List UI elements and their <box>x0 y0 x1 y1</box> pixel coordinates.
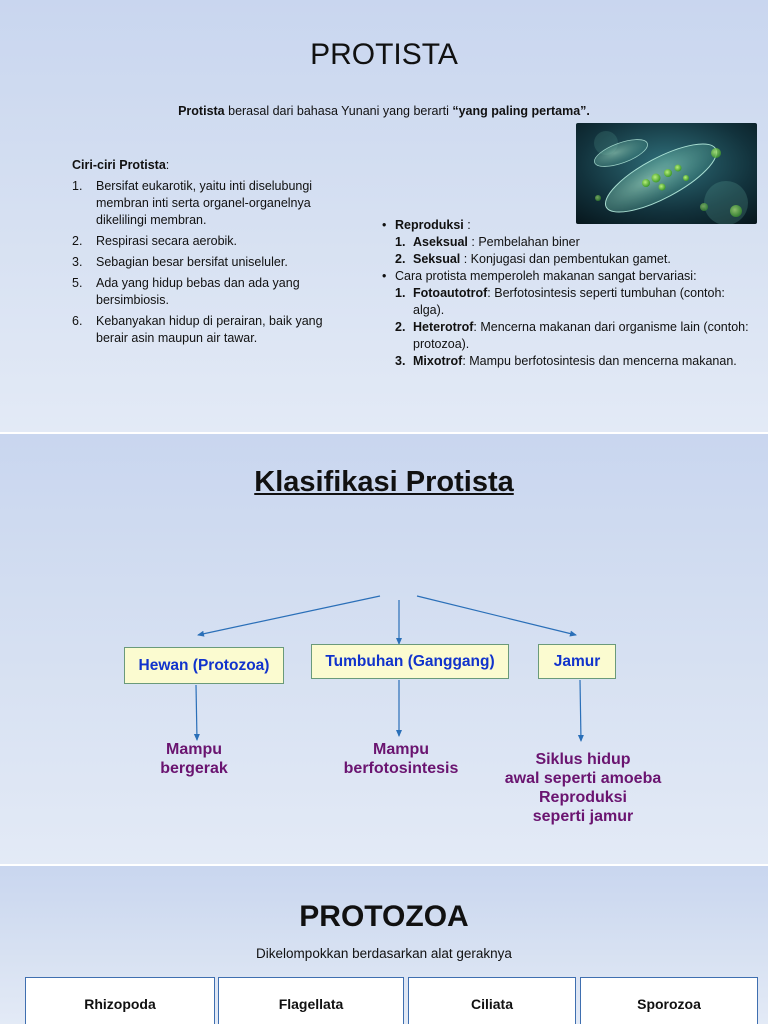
slide-klasifikasi: Klasifikasi Protista Hewan (Protozoa) Tu… <box>0 434 768 864</box>
group-box-flagellata: Flagellata <box>218 977 404 1024</box>
arrow-to-hewan <box>197 595 381 637</box>
result-line: awal seperti amoeba <box>504 770 662 787</box>
item-number: 2. <box>395 320 406 334</box>
sub-item: 2. Seksual : Konjugasi dan pembentukan ga… <box>380 251 750 268</box>
item-text: : Konjugasi dan pembentukan gamet. <box>460 252 671 266</box>
item-text: Bersifat eukarotik, yaitu inti diselubun… <box>96 179 313 227</box>
slide-title: PROTOZOA <box>299 900 469 933</box>
arrow-to-jamur <box>416 595 577 637</box>
item-number: 2. <box>72 234 83 248</box>
item-number: 1. <box>395 235 406 249</box>
sub-item: 1. Fotoautotrof: Berfotosintesis seperti … <box>380 285 750 319</box>
group-box-rhizopoda: Rhizopoda <box>25 977 215 1024</box>
result-jamur: Siklus hidup awal seperti amoeba Reprodu… <box>488 750 678 826</box>
result-line: Reproduksi <box>538 789 627 806</box>
bullet-item: • Cara protista memperoleh makanan sangat… <box>380 268 750 285</box>
box-tumbuhan: Tumbuhan (Ganggang) <box>311 644 509 679</box>
slide-protozoa: PROTOZOA Dikelompokkan berdasarkan alat … <box>0 866 768 1024</box>
item-term: Aseksual <box>413 235 468 249</box>
group-box-sporozoa: Sporozoa <box>580 977 758 1024</box>
bullet-text: Cara protista memperoleh makanan sangat … <box>395 269 697 283</box>
sub-item: 1. Aseksual : Pembelahan biner <box>380 234 750 251</box>
result-line: Mampu <box>166 741 222 758</box>
bullet-term: Reproduksi <box>395 218 464 232</box>
item-text: : Mampu berfotosintesis dan mencerna mak… <box>462 354 737 368</box>
item-text: : Pembelahan biner <box>467 235 580 249</box>
slide-title: PROTISTA <box>310 38 458 71</box>
item-term: Seksual <box>413 252 461 266</box>
slide-title: Klasifikasi Protista <box>254 466 514 498</box>
item-number: 5. <box>72 276 83 290</box>
list-item: 2. Respirasi secara aerobik. <box>72 233 342 250</box>
group-box-ciliata: Ciliata <box>408 977 576 1024</box>
bullet-colon: : <box>463 218 471 232</box>
ciri-title: Ciri-ciri Protista <box>72 158 166 172</box>
box-hewan: Hewan (Protozoa) <box>124 647 284 684</box>
intro-text: Protista berasal dari bahasa Yunani yang… <box>0 104 768 118</box>
ciri-colon: : <box>165 158 170 172</box>
item-text: Sebagian besar bersifat uniseluler. <box>96 255 288 269</box>
item-number: 2. <box>395 252 406 266</box>
box-jamur: Jamur <box>538 644 616 679</box>
item-number: 3. <box>395 354 406 368</box>
sub-item: 3. Mixotrof: Mampu berfotosintesis dan me… <box>380 353 750 370</box>
arrow-hewan-result <box>193 684 200 741</box>
intro-mid: berasal dari bahasa Yunani yang berarti <box>224 104 453 118</box>
item-term: Mixotrof <box>413 354 463 368</box>
result-hewan: Mampu bergerak <box>124 740 264 778</box>
result-line: berfotosintesis <box>343 760 459 777</box>
protist-microscope-photo <box>576 123 757 224</box>
item-number: 1. <box>395 286 406 300</box>
arrow-jamur-result <box>577 679 584 742</box>
reproduksi-section: • Reproduksi : 1. Aseksual : Pembelahan bi… <box>380 217 750 370</box>
diagram-arrows <box>193 595 584 742</box>
bullet-dot-icon: • <box>382 269 387 283</box>
result-line: Siklus hidup <box>535 751 631 768</box>
ciri-list: 1. Bersifat eukarotik, yaitu inti diselub… <box>72 178 342 351</box>
result-line: Mampu <box>373 741 429 758</box>
slide-subtitle: Dikelompokkan berdasarkan alat geraknya <box>256 946 512 961</box>
result-line: bergerak <box>160 760 228 777</box>
item-text: Respirasi secara aerobik. <box>96 234 238 248</box>
item-number: 1. <box>72 179 83 193</box>
list-item: 1. Bersifat eukarotik, yaitu inti diselub… <box>72 178 342 229</box>
item-text: Ada yang hidup bebas dan ada yang bersim… <box>96 276 300 307</box>
item-number: 3. <box>72 255 83 269</box>
item-term: Fotoautotrof <box>413 286 488 300</box>
item-number: 6. <box>72 314 83 328</box>
item-text: : Mencerna makanan dari organisme lain (… <box>413 320 749 351</box>
ciri-heading: Ciri-ciri Protista: <box>72 158 169 172</box>
item-text: : Berfotosintesis seperti tumbuhan (cont… <box>413 286 725 317</box>
result-line: seperti jamur <box>532 808 634 825</box>
bullet-dot-icon: • <box>382 218 387 232</box>
list-item: 5. Ada yang hidup bebas dan ada yang bers… <box>72 275 342 309</box>
list-item: 3. Sebagian besar bersifat uniseluler. <box>72 254 342 271</box>
sub-item: 2. Heterotrof: Mencerna makanan dari orga… <box>380 319 750 353</box>
intro-term: Protista <box>178 104 225 118</box>
slide-protista: PROTISTA Protista berasal dari bahasa Yu… <box>0 0 768 432</box>
intro-meaning: “yang paling pertama”. <box>452 104 590 118</box>
list-item: 6. Kebanyakan hidup di perairan, baik yan… <box>72 313 342 347</box>
result-tumbuhan: Mampu berfotosintesis <box>318 740 484 778</box>
bullet-item: • Reproduksi : <box>380 217 750 234</box>
item-term: Heterotrof <box>413 320 474 334</box>
item-text: Kebanyakan hidup di perairan, baik yang … <box>96 314 323 345</box>
